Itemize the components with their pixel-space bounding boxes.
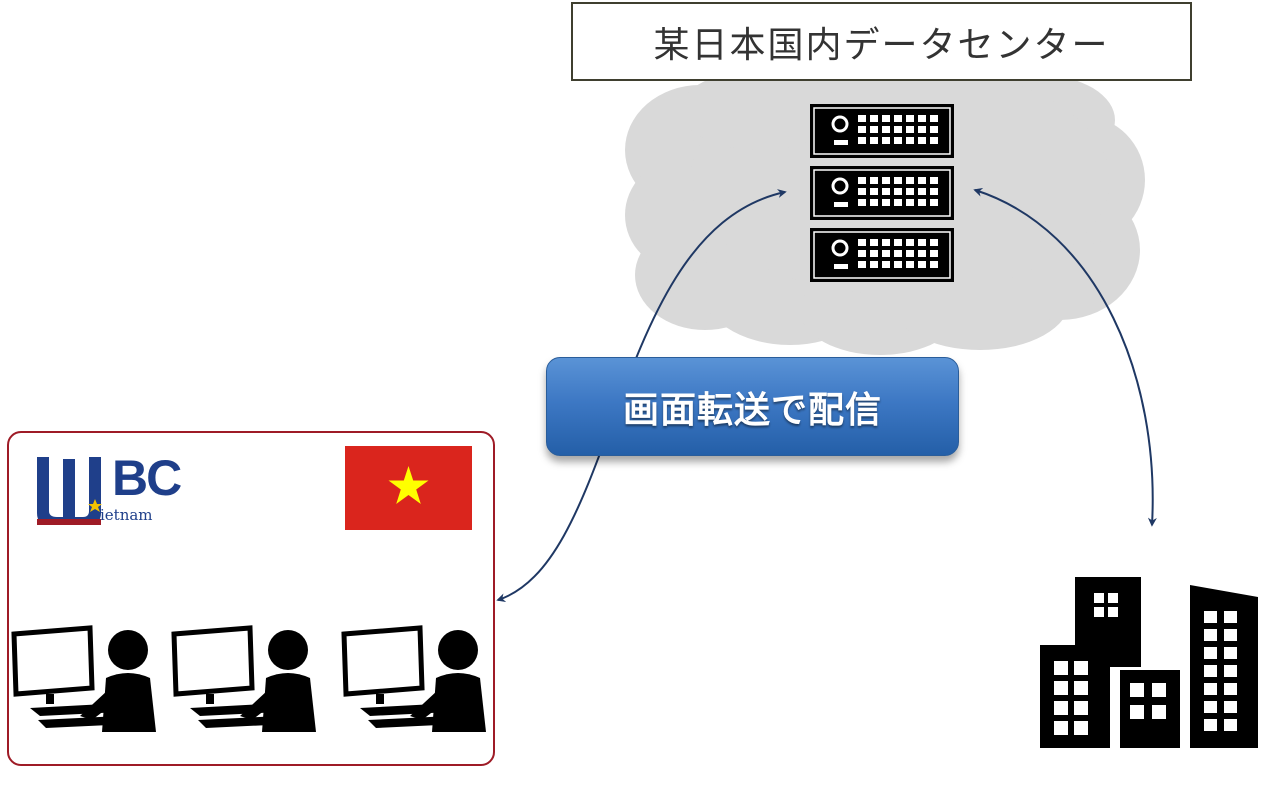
wbc-logo-text: BC	[112, 450, 182, 506]
operator-group	[11, 625, 486, 732]
person-at-computer-icon	[11, 625, 156, 732]
screen-transfer-banner: 画面転送で配信	[546, 357, 959, 456]
arrow-datacenter-building	[973, 187, 1157, 527]
wbc-logo-subtext: ietnam	[100, 506, 153, 524]
person-at-computer-icon	[341, 625, 486, 732]
server-unit	[810, 228, 954, 282]
server-unit	[810, 104, 954, 158]
flag-star-icon	[388, 466, 429, 504]
server-rack-icon	[810, 104, 954, 282]
office-building-icon	[1040, 577, 1258, 748]
vietnam-flag-icon	[345, 446, 472, 530]
datacenter-title: 某日本国内データセンター	[571, 2, 1192, 81]
person-at-computer-icon	[171, 625, 316, 732]
wbc-logo-mark	[37, 457, 102, 525]
server-unit	[810, 166, 954, 220]
